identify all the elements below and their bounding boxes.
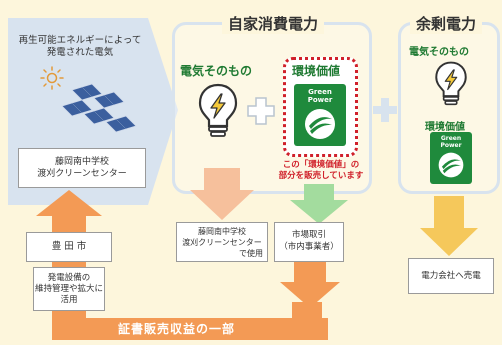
green-power-logo: Green Power bbox=[430, 132, 472, 184]
school-line-2: 渡刈クリーンセンター bbox=[37, 169, 127, 179]
sell-label: 電力会社へ売電 bbox=[421, 271, 481, 281]
swirl-icon bbox=[438, 152, 464, 178]
school-line-1: 藤岡南中学校 bbox=[54, 157, 109, 167]
school-box: 藤岡南中学校 渡刈クリーンセンター bbox=[18, 148, 146, 188]
maintenance-line-3: 活用 bbox=[60, 295, 78, 305]
gp-line-2: Power bbox=[307, 96, 333, 104]
market-line-2: （市内事業者） bbox=[279, 242, 339, 252]
sell-box: 電力会社へ売電 bbox=[408, 258, 494, 294]
jika-denki-label: 電気そのもの bbox=[180, 64, 253, 78]
revenue-loop-arrow bbox=[36, 190, 340, 340]
yojo-denki-label: 電気そのもの bbox=[409, 47, 469, 58]
school-use-box: 藤岡南中学校 渡刈クリーンセンター で使用 bbox=[176, 222, 268, 262]
green-power-logo: Green Power bbox=[294, 84, 346, 146]
school-use-line-2: 渡刈クリーンセンター bbox=[182, 238, 262, 247]
note-line-2: 部分を販売しています bbox=[278, 171, 364, 181]
swirl-icon bbox=[305, 109, 335, 139]
maintenance-line-1: 発電設備の bbox=[47, 273, 91, 283]
revenue-label: 証書販売収益の一部 bbox=[118, 322, 236, 336]
market-line-1: 市場取引 bbox=[291, 230, 326, 240]
solar-panel-icon bbox=[61, 83, 137, 133]
caption-line-1: 再生可能エネルギーによって bbox=[18, 35, 142, 46]
arrow-down-peach bbox=[190, 168, 254, 220]
light-bulb-icon bbox=[198, 83, 238, 137]
left-panel-caption: 再生可能エネルギーによって 発電された電気 bbox=[10, 35, 150, 59]
market-box: 市場取引 （市内事業者） bbox=[274, 222, 344, 262]
arrow-down-green bbox=[290, 184, 348, 224]
yojo-gp-line-2: Power bbox=[440, 142, 462, 149]
plus-icon-large bbox=[373, 98, 397, 122]
maintenance-box: 発電設備の 維持管理や拡大に 活用 bbox=[33, 267, 105, 311]
yojo-gp-line-1: Green bbox=[440, 135, 462, 142]
sun-icon bbox=[40, 66, 64, 90]
toyota-city-box: 豊 田 市 bbox=[26, 232, 112, 262]
note-line-1: この「環境価値」の bbox=[282, 160, 360, 170]
yojo-title: 余剰電力 bbox=[410, 13, 483, 34]
toyota-label: 豊 田 市 bbox=[51, 241, 87, 252]
arrow-down-yellow bbox=[420, 196, 478, 256]
jika-title: 自家消費電力 bbox=[222, 13, 325, 34]
maintenance-line-2: 維持管理や拡大に bbox=[34, 284, 103, 294]
gp-line-1: Green bbox=[308, 88, 332, 96]
plus-icon bbox=[247, 97, 275, 125]
kankyo-note: この「環境価値」の 部分を販売しています bbox=[256, 160, 386, 182]
school-use-line-3: で使用 bbox=[239, 249, 263, 258]
school-use-line-1: 藤岡南中学校 bbox=[198, 227, 246, 236]
light-bulb-icon bbox=[435, 61, 467, 106]
yojo-kankyo-label: 環境価値 bbox=[425, 122, 465, 133]
jika-kankyo-label: 環境価値 bbox=[292, 64, 341, 78]
caption-line-2: 発電された電気 bbox=[46, 47, 114, 58]
